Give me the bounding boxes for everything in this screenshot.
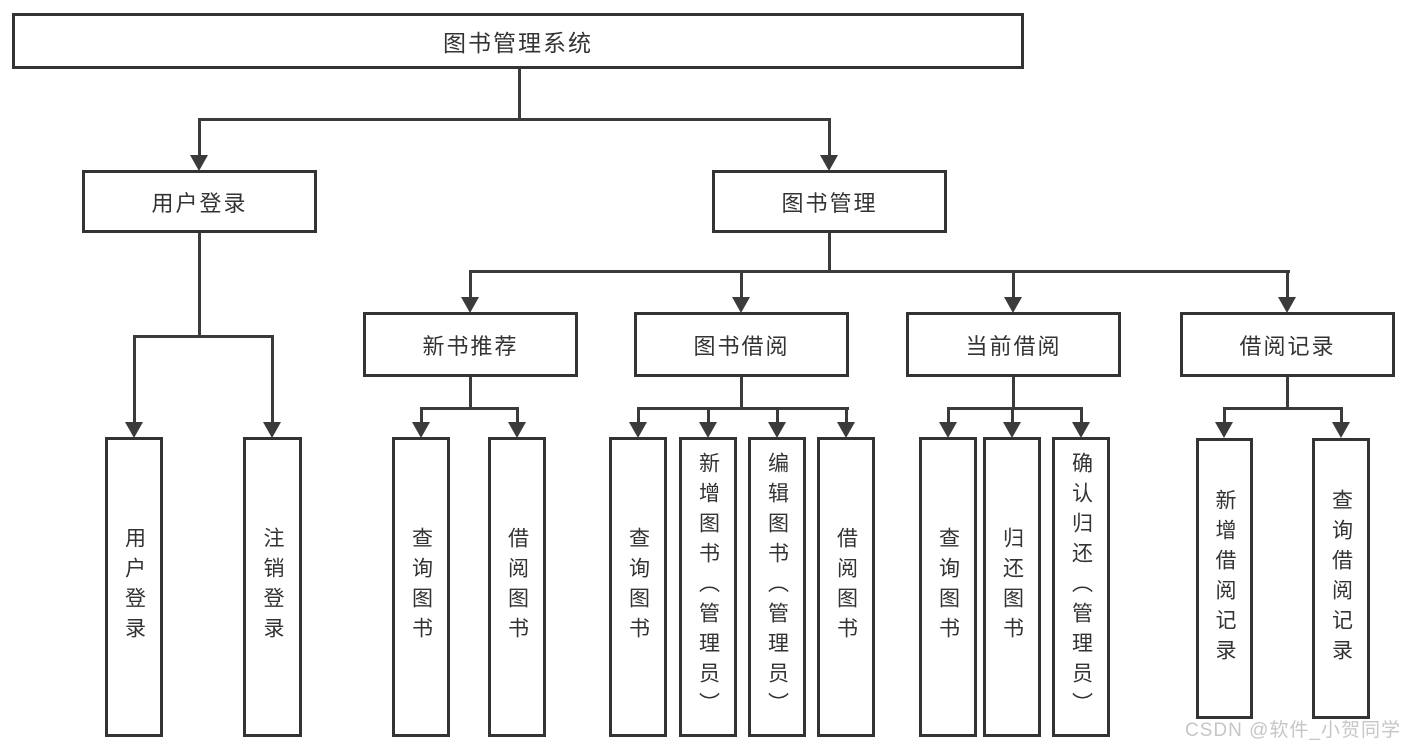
- leaf-user-login-label: 用户登录: [122, 527, 146, 647]
- node-book-borrowing: 图书借阅: [634, 312, 849, 377]
- leaf-logout: 注销登录: [243, 437, 302, 737]
- node-book-management-label: 图书管理: [781, 190, 878, 216]
- arrowhead-leaf-return-books: [1003, 422, 1021, 438]
- leaf-add-books-admin: 新增图书（管理员）: [679, 437, 737, 737]
- node-user-login-label: 用户登录: [151, 190, 248, 216]
- leaf-confirm-return-admin-label: 确认归还（管理员）: [1069, 452, 1093, 722]
- edge-new-book-recommend-stem: [469, 377, 472, 410]
- leaf-add-borrow-record-label: 新增借阅记录: [1213, 488, 1236, 669]
- edge-book-borrowing-rail: [637, 407, 849, 410]
- leaf-query-books-recommend-label: 查询图书: [409, 527, 433, 647]
- edge-to-leaf-borrow-books-b: [845, 407, 848, 424]
- leaf-edit-books-admin-label: 编辑图书（管理员）: [765, 452, 789, 722]
- leaf-borrow-books: 借阅图书: [817, 437, 875, 737]
- leaf-query-books-current-label: 查询图书: [936, 527, 960, 647]
- arrowhead-leaf-logout: [263, 422, 281, 438]
- arrowhead-user-login: [190, 155, 208, 171]
- edge-to-leaf-query-record: [1340, 407, 1343, 424]
- node-borrowing-records: 借阅记录: [1180, 312, 1395, 377]
- arrowhead-borrowing-records: [1278, 297, 1296, 313]
- node-current-borrowing: 当前借阅: [906, 312, 1121, 377]
- node-book-management: 图书管理: [712, 170, 947, 233]
- leaf-user-login: 用户登录: [105, 437, 163, 737]
- edge-current-borrowing-rail: [947, 407, 1083, 410]
- leaf-edit-books-admin: 编辑图书（管理员）: [748, 437, 806, 737]
- edge-to-leaf-add-books: [707, 407, 710, 424]
- arrowhead-leaf-query-record: [1332, 422, 1350, 438]
- edge-to-new-book-recommend: [469, 270, 472, 298]
- arrowhead-leaf-query-books-a: [412, 422, 430, 438]
- edge-book-management-rail: [469, 270, 1290, 273]
- edge-to-book-management: [828, 118, 831, 156]
- edge-to-leaf-edit-books: [776, 407, 779, 424]
- node-library-management-system-label: 图书管理系统: [443, 30, 593, 56]
- leaf-borrow-books-recommend-label: 借阅图书: [505, 527, 529, 647]
- arrowhead-new-book-recommend: [461, 297, 479, 313]
- arrowhead-book-management: [820, 155, 838, 171]
- edge-to-user-login: [198, 118, 201, 156]
- edge-to-borrowing-records: [1286, 270, 1289, 298]
- leaf-return-books-label: 归还图书: [1000, 527, 1024, 647]
- node-library-management-system: 图书管理系统: [12, 13, 1024, 69]
- edge-user-login-stem: [198, 233, 201, 338]
- leaf-confirm-return-admin: 确认归还（管理员）: [1052, 437, 1110, 737]
- arrowhead-current-borrowing: [1004, 297, 1022, 313]
- leaf-return-books: 归还图书: [983, 437, 1041, 737]
- edge-root-rail: [198, 118, 831, 121]
- leaf-borrow-books-recommend: 借阅图书: [488, 437, 546, 737]
- edge-to-leaf-return-books: [1011, 407, 1014, 424]
- leaf-query-borrow-record-label: 查询借阅记录: [1329, 488, 1353, 669]
- leaf-query-books-borrowing-label: 查询图书: [626, 527, 650, 647]
- edge-borrowing-records-rail: [1223, 407, 1343, 410]
- edge-to-leaf-query-books-c: [947, 407, 950, 424]
- node-new-book-recommend-label: 新书推荐: [422, 333, 519, 359]
- arrowhead-book-borrowing: [732, 297, 750, 313]
- leaf-logout-label: 注销登录: [261, 527, 284, 647]
- leaf-borrow-books-label: 借阅图书: [834, 527, 858, 647]
- edge-book-management-stem: [828, 233, 831, 273]
- edge-root-stem: [518, 69, 521, 118]
- arrowhead-leaf-borrow-books-a: [508, 422, 526, 438]
- leaf-query-borrow-record: 查询借阅记录: [1312, 438, 1370, 719]
- leaf-query-books-current: 查询图书: [919, 437, 977, 737]
- edge-to-leaf-borrow-books-a: [516, 407, 519, 424]
- arrowhead-leaf-confirm-return: [1072, 422, 1090, 438]
- edge-to-leaf-add-record: [1223, 407, 1226, 424]
- edge-current-borrowing-stem: [1012, 377, 1015, 410]
- node-borrowing-records-label: 借阅记录: [1239, 333, 1336, 359]
- arrowhead-leaf-edit-books: [768, 422, 786, 438]
- edge-new-book-recommend-rail: [420, 407, 519, 410]
- edge-book-borrowing-stem: [740, 377, 743, 410]
- arrowhead-leaf-query-books-c: [939, 422, 957, 438]
- csdn-watermark: CSDN @软件_小贺同学: [1185, 720, 1401, 741]
- leaf-query-books-borrowing: 查询图书: [609, 437, 667, 737]
- edge-borrowing-records-stem: [1286, 377, 1289, 410]
- edge-to-current-borrowing: [1012, 270, 1015, 298]
- edge-to-book-borrowing: [740, 270, 743, 298]
- leaf-add-borrow-record: 新增借阅记录: [1196, 438, 1253, 719]
- edge-to-leaf-logout: [271, 335, 274, 423]
- edge-to-leaf-confirm-return: [1080, 407, 1083, 424]
- edge-user-login-rail: [133, 335, 274, 338]
- leaf-query-books-recommend: 查询图书: [392, 437, 450, 737]
- arrowhead-leaf-add-books: [699, 422, 717, 438]
- edge-to-leaf-query-books-a: [420, 407, 423, 424]
- arrowhead-leaf-borrow-books-b: [837, 422, 855, 438]
- edge-to-leaf-query-books-b: [637, 407, 640, 424]
- node-user-login: 用户登录: [82, 170, 317, 233]
- node-new-book-recommend: 新书推荐: [363, 312, 578, 377]
- node-book-borrowing-label: 图书借阅: [693, 333, 790, 359]
- edge-to-leaf-user-login: [133, 335, 136, 423]
- arrowhead-leaf-user-login: [125, 422, 143, 438]
- arrowhead-leaf-query-books-b: [629, 422, 647, 438]
- arrowhead-leaf-add-record: [1215, 422, 1233, 438]
- leaf-add-books-admin-label: 新增图书（管理员）: [696, 452, 720, 722]
- node-current-borrowing-label: 当前借阅: [965, 333, 1062, 359]
